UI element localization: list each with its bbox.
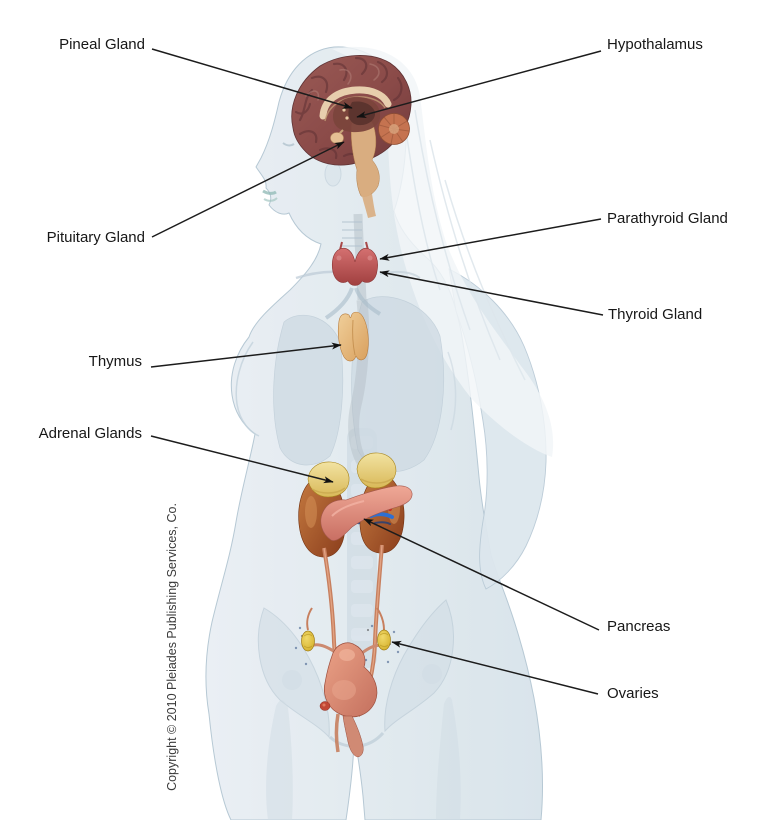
leader-line-hypothalamus [356,50,602,118]
label-thymus: Thymus [88,353,142,370]
label-ovaries: Ovaries [607,685,659,702]
corpus-callosum [319,86,392,120]
leader-line-pituitary [151,141,345,238]
copyright-text: Copyright © 2010 Pleiades Publishing Ser… [165,503,179,791]
cerebellum [378,113,410,145]
label-parathyroid-gland: Parathyroid Gland [607,210,728,227]
leader-line-ovaries [391,640,599,695]
leader-line-adrenal [150,435,334,484]
leader-line-thyroid [379,270,604,316]
face-details [262,142,342,202]
leader-line-parathyroid [379,218,602,261]
thyroid-illustration [331,241,378,286]
uterus-ovaries-illustration [294,607,400,758]
skeleton-hints [257,428,461,820]
pancreas-illustration [320,485,413,541]
leader-lines [150,48,604,695]
leader-line-thymus [150,342,342,368]
label-adrenal-glands: Adrenal Glands [38,425,142,442]
leader-line-pineal [151,48,353,109]
label-pineal-gland: Pineal Gland [59,36,145,53]
lungs-illustration [273,296,444,473]
thymus-illustration [337,311,369,362]
leader-line-pancreas [363,518,600,631]
label-pituitary-gland: Pituitary Gland [46,229,145,246]
label-thyroid-gland: Thyroid Gland [608,306,703,323]
label-hypothalamus: Hypothalamus [607,36,703,53]
label-pancreas: Pancreas [607,618,671,635]
